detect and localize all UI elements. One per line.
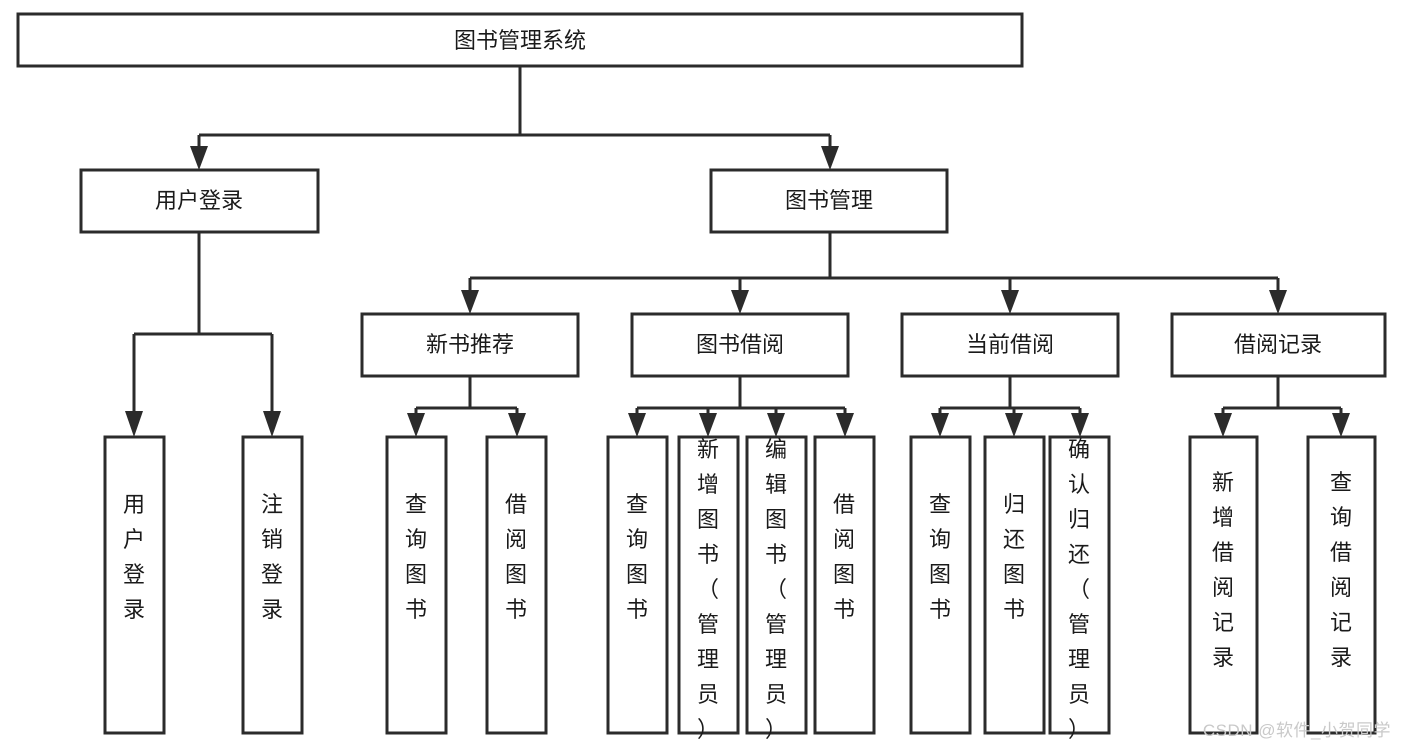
arrow-to-new-book-rec — [461, 290, 479, 314]
node-leaf-add-record[interactable]: 新增借阅记录 — [1188, 435, 1259, 735]
node-leaf-query-book-1-label: 查询图书 — [405, 492, 427, 622]
arrow-to-borrow-record — [1269, 290, 1287, 314]
arrow-to-leaf-query-book-3 — [931, 413, 949, 437]
node-new-book-rec[interactable]: 新书推荐 — [360, 312, 580, 378]
arrow-to-leaf-add-book — [699, 413, 717, 437]
node-user-login[interactable]: 用户登录 — [79, 168, 320, 234]
node-leaf-return-book[interactable]: 归还图书 — [983, 435, 1046, 735]
node-leaf-add-book-label: 新增图书（管理员） — [697, 437, 719, 742]
node-leaf-borrow-book-1-label: 借阅图书 — [505, 492, 527, 622]
node-leaf-return-book-label: 归还图书 — [1003, 492, 1025, 622]
node-new-book-rec-label: 新书推荐 — [426, 332, 514, 357]
node-book-manage-label: 图书管理 — [785, 188, 873, 213]
node-book-borrow-box[interactable] — [630, 312, 850, 378]
node-leaf-user-login-label: 用户登录 — [123, 492, 145, 622]
node-book-manage[interactable]: 图书管理 — [709, 168, 949, 234]
node-leaf-query-book-2[interactable]: 查询图书 — [606, 435, 669, 735]
arrow-to-leaf-logout — [263, 411, 281, 437]
node-leaf-borrow-book-2-label: 借阅图书 — [833, 492, 855, 622]
node-user-login-box[interactable] — [79, 168, 320, 234]
node-root-label: 图书管理系统 — [454, 28, 586, 53]
node-leaf-edit-book[interactable]: 编辑图书（管理员） — [745, 435, 808, 742]
arrow-to-leaf-query-record — [1332, 413, 1350, 437]
node-leaf-query-record-label: 查询借阅记录 — [1330, 470, 1352, 670]
arrow-to-leaf-query-book-2 — [628, 413, 646, 437]
node-borrow-record-label: 借阅记录 — [1234, 332, 1322, 357]
node-borrow-record[interactable]: 借阅记录 — [1170, 312, 1387, 378]
node-leaf-confirm-return-box[interactable] — [1048, 435, 1111, 735]
node-leaf-confirm-return-label: 确认归还（管理员） — [1068, 437, 1090, 742]
node-leaf-add-book-box[interactable] — [677, 435, 740, 735]
node-leaf-return-book-box[interactable] — [983, 435, 1046, 735]
node-leaf-add-book[interactable]: 新增图书（管理员） — [677, 435, 740, 742]
node-current-borrow[interactable]: 当前借阅 — [900, 312, 1120, 378]
node-leaf-edit-book-label: 编辑图书（管理员） — [765, 437, 787, 742]
node-leaf-query-book-2-label: 查询图书 — [626, 492, 648, 622]
node-book-manage-box[interactable] — [709, 168, 949, 234]
arrow-to-book-borrow — [731, 290, 749, 314]
node-current-borrow-box[interactable] — [900, 312, 1120, 378]
node-current-borrow-label: 当前借阅 — [966, 332, 1054, 357]
node-leaf-borrow-book-2-box[interactable] — [813, 435, 876, 735]
node-leaf-query-book-3-label: 查询图书 — [929, 492, 951, 622]
node-leaf-user-login[interactable]: 用户登录 — [103, 435, 166, 735]
connectors-group — [125, 66, 1350, 437]
node-borrow-record-box[interactable] — [1170, 312, 1387, 378]
arrow-to-leaf-user-login — [125, 411, 143, 437]
arrow-root-to-book-manage — [821, 146, 839, 170]
node-leaf-borrow-book-2[interactable]: 借阅图书 — [813, 435, 876, 735]
node-leaf-user-login-box[interactable] — [103, 435, 166, 735]
arrow-root-to-user-login — [190, 146, 208, 170]
arrow-to-leaf-add-record — [1214, 413, 1232, 437]
arrow-to-current-borrow — [1001, 290, 1019, 314]
node-leaf-query-book-1-box[interactable] — [385, 435, 448, 735]
node-new-book-rec-box[interactable] — [360, 312, 580, 378]
node-leaf-query-book-1[interactable]: 查询图书 — [385, 435, 448, 735]
node-leaf-logout-box[interactable] — [241, 435, 304, 735]
node-leaf-add-record-label: 新增借阅记录 — [1212, 470, 1234, 670]
node-leaf-borrow-book-1-box[interactable] — [485, 435, 548, 735]
node-leaf-query-book-3[interactable]: 查询图书 — [909, 435, 972, 735]
node-leaf-edit-book-box[interactable] — [745, 435, 808, 735]
node-leaf-query-record[interactable]: 查询借阅记录 — [1306, 435, 1377, 735]
node-leaf-query-book-2-box[interactable] — [606, 435, 669, 735]
node-leaf-query-book-3-box[interactable] — [909, 435, 972, 735]
node-user-login-label: 用户登录 — [155, 188, 243, 213]
arrow-to-leaf-borrow-book-1 — [508, 413, 526, 437]
arrow-to-leaf-borrow-book-2 — [836, 413, 854, 437]
node-leaf-borrow-book-1[interactable]: 借阅图书 — [485, 435, 548, 735]
node-leaf-logout[interactable]: 注销登录 — [241, 435, 304, 735]
node-leaf-add-record-box[interactable] — [1188, 435, 1259, 735]
node-root[interactable]: 图书管理系统 — [16, 12, 1024, 68]
node-leaf-logout-label: 注销登录 — [261, 492, 283, 622]
arrow-to-leaf-return-book — [1005, 413, 1023, 437]
node-leaf-confirm-return[interactable]: 确认归还（管理员） — [1048, 435, 1111, 742]
node-root-box[interactable] — [16, 12, 1024, 68]
node-book-borrow[interactable]: 图书借阅 — [630, 312, 850, 378]
node-book-borrow-label: 图书借阅 — [696, 332, 784, 357]
arrow-to-leaf-query-book-1 — [407, 413, 425, 437]
arrow-to-leaf-confirm-return — [1071, 413, 1089, 437]
arrow-to-leaf-edit-book — [767, 413, 785, 437]
node-leaf-query-record-box[interactable] — [1306, 435, 1377, 735]
